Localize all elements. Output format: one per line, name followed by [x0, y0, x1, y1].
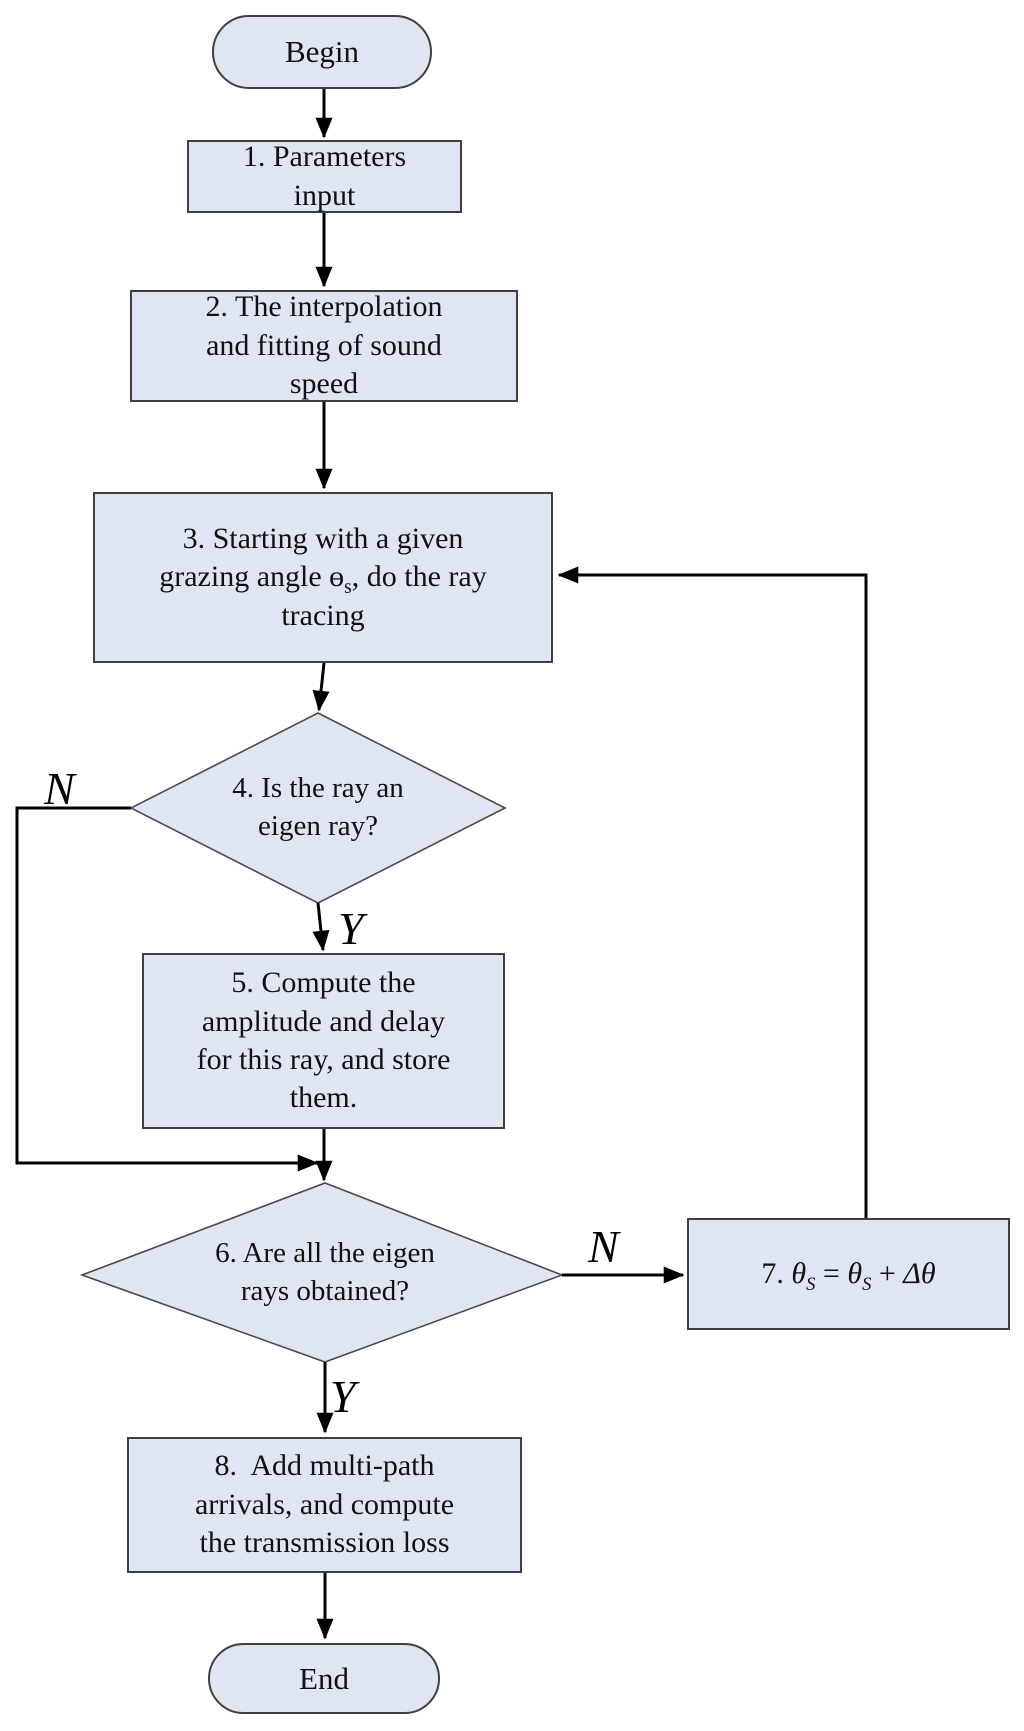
node-step5: 5. Compute the amplitude and delay for t… [142, 953, 505, 1129]
node-begin: Begin [212, 15, 432, 89]
formula-sub2: S [862, 1273, 872, 1295]
node-step7: 7. θS = θS + Δθ [687, 1218, 1010, 1330]
node-begin-label: Begin [284, 34, 360, 70]
node-step3-subscript: s [344, 577, 352, 599]
branch-label-step6-no: N [588, 1221, 619, 1272]
node-step3: 3. Starting with a given grazing angle ɵ… [93, 492, 553, 663]
node-step5-label: 5. Compute the amplitude and delay for t… [196, 966, 451, 1115]
node-step4: 4. Is the ray an eigen ray? [148, 713, 488, 903]
node-step6: 6. Are all the eigen rays obtained? [122, 1183, 528, 1362]
node-end-label: End [299, 1660, 349, 1696]
node-step4-label: 4. Is the ray an eigen ray? [232, 772, 404, 842]
node-step8-label: 8. Add multi-path arrivals, and compute … [194, 1449, 455, 1560]
node-step2-label: 2. The interpolation and fitting of soun… [205, 290, 443, 401]
node-step6-label: 6. Are all the eigen rays obtained? [215, 1236, 435, 1307]
formula-equals: = [815, 1256, 848, 1290]
node-step8: 8. Add multi-path arrivals, and compute … [127, 1437, 522, 1573]
connector-step4-step5-yes [312, 902, 330, 952]
node-step2: 2. The interpolation and fitting of soun… [130, 290, 518, 402]
branch-label-step4-no: N [44, 763, 75, 814]
formula-theta1: θ [791, 1256, 807, 1290]
branch-label-step6-yes: Y [330, 1371, 356, 1422]
branch-label-step4-yes: Y [338, 903, 364, 954]
connector-step3-step4 [312, 662, 330, 712]
connector-step7-step3-loop [557, 566, 868, 1218]
node-step7-formula: 7. θS = θS + Δθ [761, 1255, 936, 1295]
node-step3-text-pre: 3. Starting with a given grazing angle ɵ [159, 521, 464, 594]
node-step1: 1. Parameters input [187, 140, 462, 213]
formula-delta: Δ [903, 1256, 921, 1290]
node-end: End [208, 1643, 440, 1714]
node-step3-text-post: , do the ray tracing [281, 560, 487, 632]
node-step3-label: 3. Starting with a given grazing angle ɵ… [159, 520, 486, 635]
formula-sub1: S [806, 1273, 816, 1295]
formula-theta2: θ [847, 1256, 863, 1290]
formula-theta3: θ [920, 1256, 936, 1290]
node-step1-label: 1. Parameters input [242, 140, 407, 212]
connector-step4-no-bypass [15, 806, 319, 1172]
formula-plus: + [871, 1256, 904, 1290]
formula-number: 7. [761, 1256, 792, 1290]
